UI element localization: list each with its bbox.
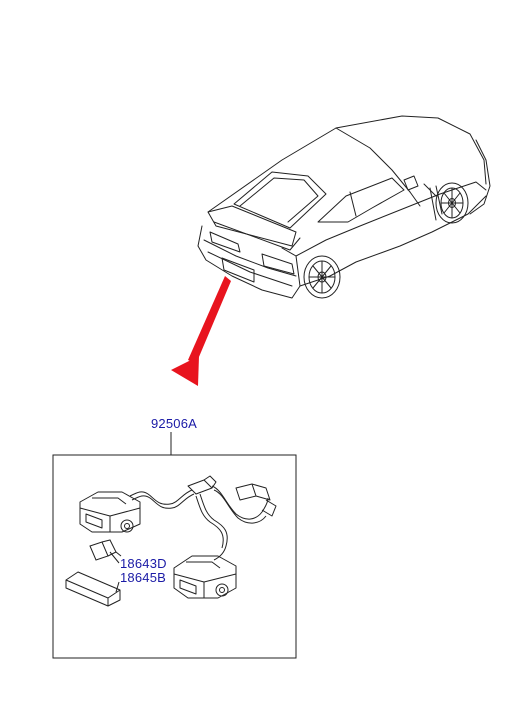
car-illustration <box>197 115 491 299</box>
location-arrow <box>171 276 231 386</box>
bulb <box>89 539 122 561</box>
lens-leader-line <box>115 581 120 593</box>
callout-assembly-number[interactable]: 92506A <box>151 416 198 431</box>
callout-bulb-number[interactable]: 18643D <box>120 556 167 571</box>
lens <box>65 571 121 607</box>
parts-frame <box>52 454 297 659</box>
license-lamp-assembly <box>79 475 277 561</box>
bulb-leader-line <box>109 551 120 564</box>
license-lamp-assembly-right <box>173 555 237 599</box>
callout-lens-number[interactable]: 18645B <box>120 570 167 585</box>
